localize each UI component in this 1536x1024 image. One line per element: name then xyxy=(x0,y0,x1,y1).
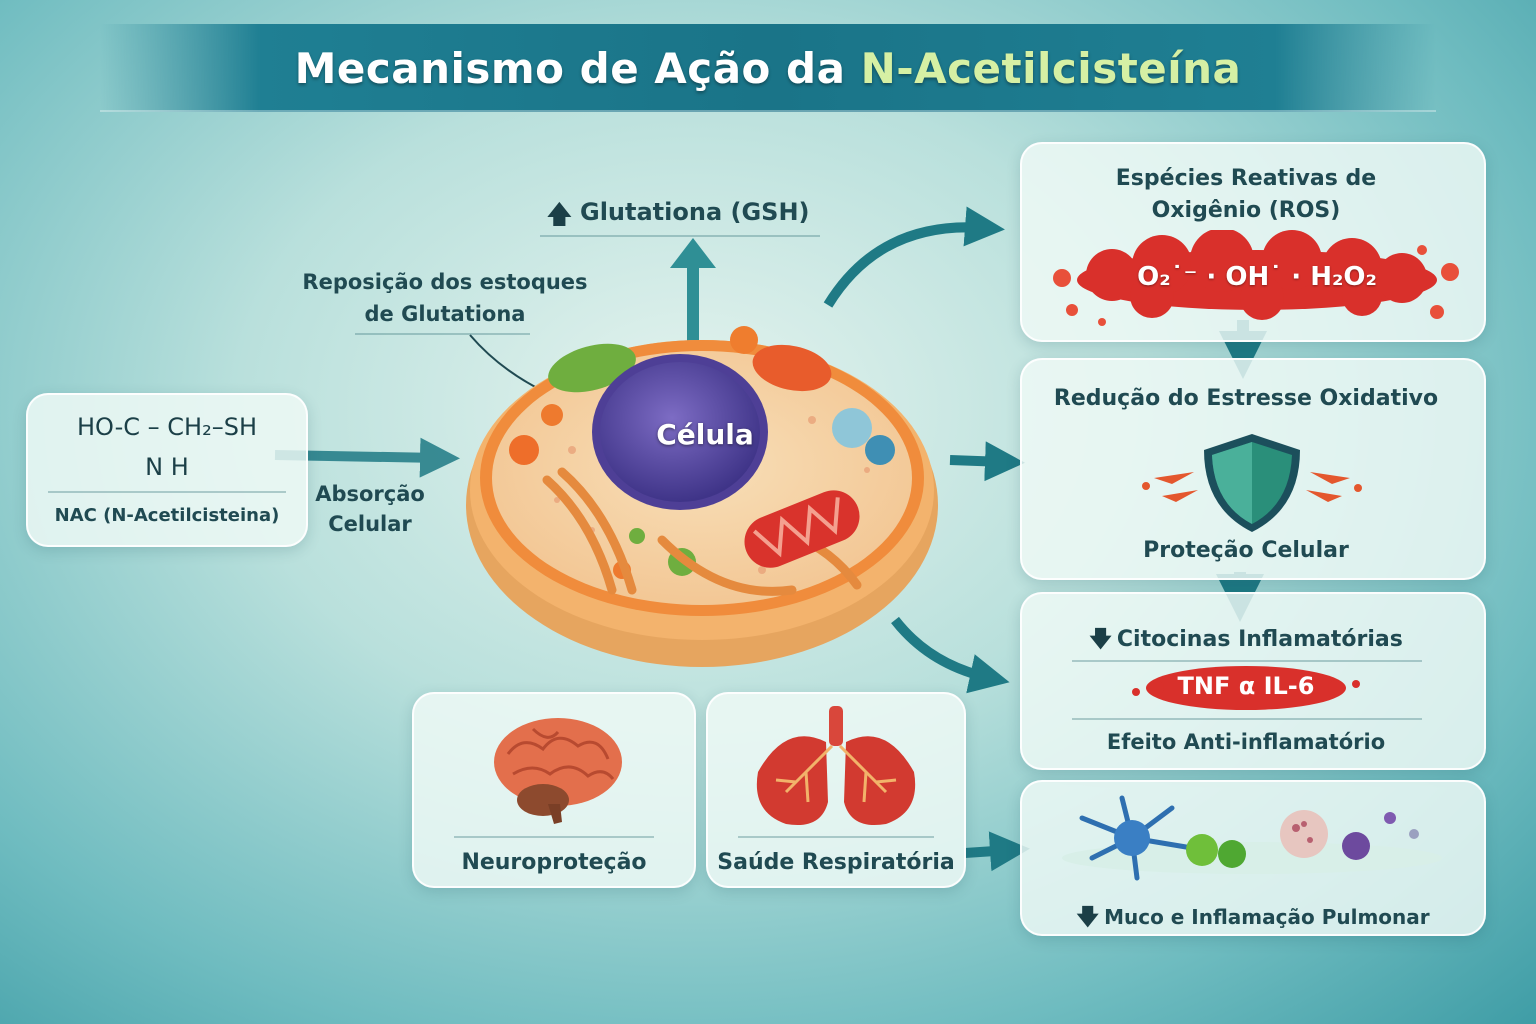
title-banner xyxy=(100,24,1436,112)
down-arrow-icon: 🡇 xyxy=(1076,905,1099,930)
respiratory-card: Saúde Respiratória xyxy=(706,692,966,888)
nac-divider xyxy=(48,491,286,493)
absorption-label-line1: Absorção xyxy=(315,482,425,506)
neuro-card: Neuroproteção xyxy=(412,692,696,888)
cytokines-card: 🡇 Citocinas Inflamatórias TNF α IL-6 Efe… xyxy=(1020,592,1486,770)
glutathione-underline xyxy=(540,235,820,237)
glutathione-text: Glutationa (GSH) xyxy=(580,198,810,226)
nac-card: HO-C – CH₂–SH N H NAC (N-Acetilcisteina) xyxy=(26,393,308,547)
shield-icon xyxy=(1142,434,1362,532)
brain-icon xyxy=(494,718,622,824)
respiratory-divider xyxy=(738,836,934,838)
neuro-label: Neuroproteção xyxy=(461,850,647,875)
cytokine-blob xyxy=(1132,666,1360,710)
cytokine-curved-arrow xyxy=(891,616,1010,694)
cytokines-divider-top xyxy=(1072,660,1422,662)
cell-illustration xyxy=(466,326,938,667)
cytokines-title: 🡇 Citocinas Inflamatórias xyxy=(1022,622,1470,660)
cytokine-markers: TNF α IL-6 xyxy=(1177,672,1315,700)
nac-formula-line1: HO-C – CH₂–SH xyxy=(77,413,257,441)
respiratory-label: Saúde Respiratória xyxy=(717,850,955,875)
ros-card: Espécies Reativas de Oxigênio (ROS) O₂˙⁻… xyxy=(1020,142,1486,342)
replenish-underline xyxy=(355,333,530,335)
replenish-line1: Reposição dos estoques xyxy=(302,270,588,294)
nac-name: NAC (N-Acetilcisteina) xyxy=(54,505,280,526)
immune-cells-illustration xyxy=(1062,795,1442,881)
cytokines-title-text: Citocinas Inflamatórias xyxy=(1116,627,1403,652)
cell-label: Célula xyxy=(656,418,754,451)
title-main: Mecanismo de Ação da xyxy=(294,44,861,93)
neuro-divider xyxy=(454,836,654,838)
lungs-icon xyxy=(756,706,916,826)
ros-cloud xyxy=(1053,230,1459,326)
mucus-card: 🡇 Muco e Inflamação Pulmonar xyxy=(1020,780,1486,936)
ros-title-line2: Oxigênio (ROS) xyxy=(1151,198,1341,223)
replenish-line2: de Glutationa xyxy=(364,302,526,326)
down-arrow-icon: 🡇 xyxy=(1089,627,1112,652)
mucus-arrow xyxy=(964,831,1030,872)
page-title: Mecanismo de Ação da N-Acetilcisteína xyxy=(0,44,1536,93)
ros-species: O₂˙⁻ · OH˙ · H₂O₂ xyxy=(1137,262,1377,292)
up-arrow-icon: 🡅 xyxy=(546,200,573,230)
oxidative-title: Redução do Estresse Oxidativo xyxy=(1053,386,1439,411)
absorption-label-line2: Celular xyxy=(328,512,412,536)
glutathione-label: 🡅 Glutationa (GSH) xyxy=(540,196,840,236)
cytokines-effect: Efeito Anti-inflamatório xyxy=(1106,730,1386,754)
mucus-label-text: Muco e Inflamação Pulmonar xyxy=(1104,905,1430,929)
oxidative-subtitle: Proteção Celular xyxy=(1143,538,1349,563)
oxidative-arrow xyxy=(949,441,1025,482)
title-highlight: N-Acetilcisteína xyxy=(860,44,1242,93)
ros-curved-arrow xyxy=(823,206,1005,308)
oxidative-card: Redução do Estresse Oxidativo Proteção C… xyxy=(1020,358,1486,580)
ros-title-line1: Espécies Reativas de xyxy=(1115,166,1377,191)
mucus-label: 🡇 Muco e Inflamação Pulmonar xyxy=(1022,900,1484,938)
cytokines-divider-bottom xyxy=(1072,718,1422,720)
nac-formula-line2: N H xyxy=(145,453,189,481)
